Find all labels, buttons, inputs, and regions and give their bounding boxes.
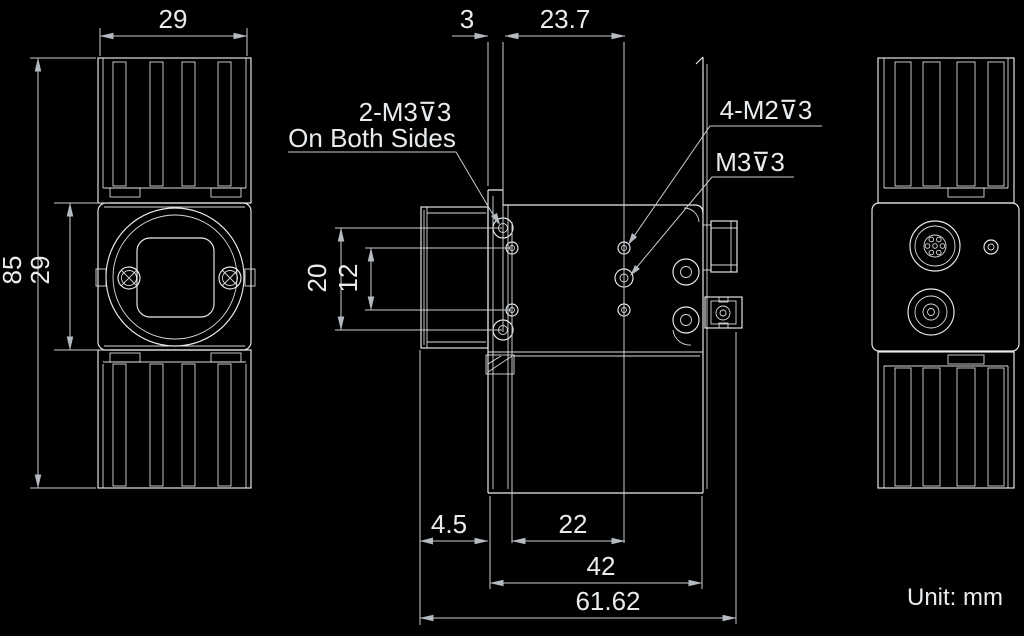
side-body <box>485 56 708 494</box>
dim-side-hole-pitch: 20 <box>302 264 332 293</box>
sensor-window <box>136 237 215 318</box>
side-dimensions: 3 23.7 20 12 4.5 22 42 61.62 <box>302 4 737 625</box>
rear-bosses <box>672 258 700 334</box>
rear-screw-hole <box>983 239 999 255</box>
rear-top-heatsink <box>877 57 1015 204</box>
lens-ring-outer <box>105 207 245 347</box>
unit-note: Unit: mm <box>907 584 1003 611</box>
dim-inner-hole-pitch: 12 <box>333 264 363 293</box>
side-view <box>420 56 743 494</box>
io-connector <box>909 220 961 272</box>
front-bottom-heatsink <box>97 349 252 489</box>
screw-left <box>117 266 141 290</box>
callout-side-taps-line2: On Both Sides <box>288 123 456 153</box>
dim-side-hole-offset: 3 <box>460 4 474 34</box>
power-jack <box>907 288 955 336</box>
dim-plate-depth: 4.5 <box>431 509 467 539</box>
dim-overall-depth: 61.62 <box>575 586 640 616</box>
thread-callouts: 2-M3⊽3 On Both Sides 4-M2⊽3 M3⊽3 <box>288 95 822 276</box>
dim-hole-pitch-depth: 22 <box>559 509 588 539</box>
rear-bottom-heatsink <box>877 351 1015 489</box>
front-dimensions: 29 85 29 <box>0 4 248 489</box>
dim-front-width: 29 <box>159 4 188 34</box>
dim-top-hole-span: 23.7 <box>540 4 591 34</box>
side-holes <box>492 217 634 341</box>
front-top-heatsink <box>97 57 252 204</box>
front-body <box>95 202 256 351</box>
callout-center-tap: M3⊽3 <box>630 147 794 276</box>
dim-body-depth: 42 <box>587 551 616 581</box>
dim-body-height: 29 <box>25 256 55 285</box>
tripod-boss <box>485 354 515 375</box>
rear-view <box>871 57 1020 489</box>
front-view <box>95 57 256 489</box>
side-connector <box>702 220 738 273</box>
lens-ring-inner <box>112 214 238 340</box>
callout-side-taps-line1: 2-M3⊽3 <box>359 97 452 127</box>
rear-body <box>871 202 1020 352</box>
callout-bottom-taps: 4-M2⊽3 <box>628 95 822 245</box>
screw-right <box>218 266 242 290</box>
callout-side-taps: 2-M3⊽3 On Both Sides <box>288 97 500 225</box>
callout-bottom-taps-text: 4-M2⊽3 <box>720 95 813 125</box>
callout-center-tap-text: M3⊽3 <box>715 147 785 177</box>
side-thumbscrew <box>704 296 743 329</box>
dim-overall-height: 85 <box>0 256 27 285</box>
